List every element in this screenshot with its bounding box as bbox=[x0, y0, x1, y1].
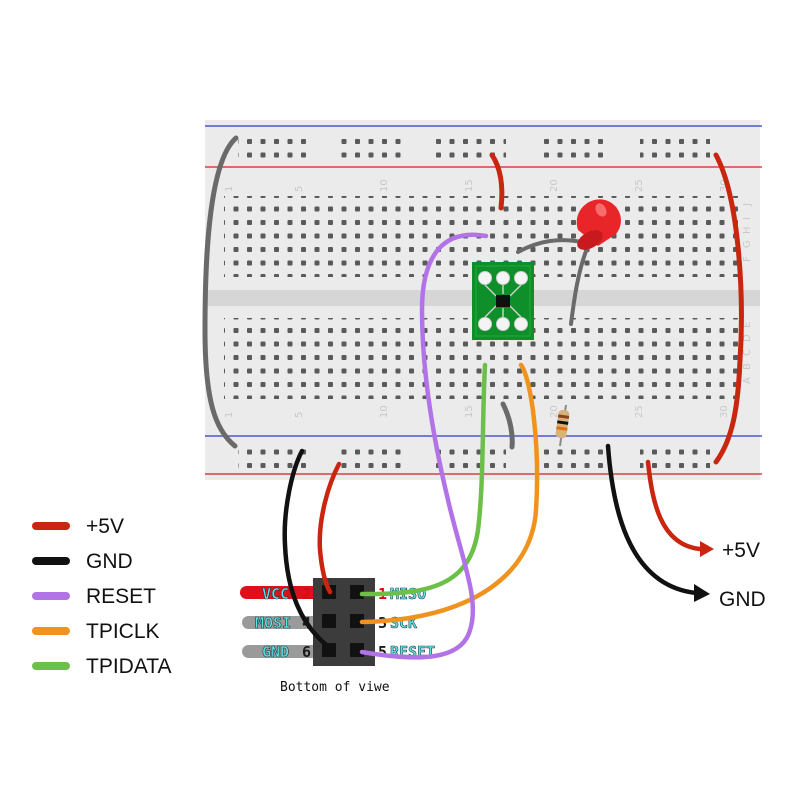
legend-item-vcc: +5V bbox=[32, 515, 124, 538]
red-jumpers bbox=[489, 152, 744, 465]
top-vcc-jumper bbox=[489, 152, 505, 211]
middle-gray-jumper bbox=[500, 401, 515, 450]
legend-label-tpidata: TPIDATA bbox=[86, 655, 172, 678]
col-num-1-bottom: 1 bbox=[224, 412, 235, 418]
col-num-15-bottom: 15 bbox=[464, 405, 475, 418]
right-rail-jumper bbox=[713, 152, 744, 465]
pin-label-mosi: MOSI bbox=[255, 614, 291, 632]
ribbon-wire-red bbox=[240, 586, 322, 599]
red-led bbox=[576, 199, 621, 250]
col-num-20-bottom: 20 bbox=[549, 405, 560, 418]
col-num-25: 25 bbox=[634, 179, 645, 192]
connector-caption: Bottom of viwe bbox=[280, 680, 390, 695]
legend-label-vcc: +5V bbox=[86, 515, 124, 538]
gnd-output-label: GND bbox=[719, 588, 766, 611]
row-letter-g: G bbox=[742, 240, 753, 248]
col-num-5-bottom: 5 bbox=[294, 412, 305, 418]
reset-wire bbox=[359, 232, 489, 660]
signal-wires bbox=[282, 232, 540, 660]
left-gray-jumper bbox=[202, 135, 239, 449]
row-letter-a: A bbox=[742, 377, 753, 384]
ic-breakout-board bbox=[472, 262, 534, 340]
legend-item-gnd: GND bbox=[32, 550, 133, 573]
legend-item-tpidata: TPIDATA bbox=[32, 655, 172, 678]
resistor bbox=[555, 404, 570, 447]
col-num-15: 15 bbox=[464, 179, 475, 192]
legend-swatch-reset bbox=[32, 592, 70, 600]
legend-item-tpiclk: TPICLK bbox=[32, 620, 160, 643]
vcc-wire bbox=[317, 461, 342, 595]
legend-swatch-gnd bbox=[32, 557, 70, 565]
gnd-wire bbox=[282, 448, 333, 651]
row-letter-j: J bbox=[742, 203, 753, 207]
led-gray-jumper bbox=[516, 238, 584, 254]
vcc-lead-arrow bbox=[700, 541, 714, 557]
pin-num-6: 6 bbox=[302, 643, 311, 661]
vcc-lead-wire bbox=[645, 459, 703, 552]
row-letter-c: C bbox=[742, 349, 753, 356]
tpiclk-wire bbox=[359, 362, 540, 625]
col-num-1: 1 bbox=[224, 186, 235, 192]
pin-num-2: 2 bbox=[302, 585, 311, 603]
col-num-10: 10 bbox=[379, 179, 390, 192]
ic-chip bbox=[496, 295, 510, 307]
top-rail-holes bbox=[238, 132, 710, 159]
led-leg-jumper bbox=[569, 244, 590, 326]
vcc-output-label: +5V bbox=[722, 539, 760, 562]
gnd-lead-arrow bbox=[694, 584, 710, 602]
row-letter-d: D bbox=[742, 334, 753, 342]
col-num-25-bottom: 25 bbox=[634, 405, 645, 418]
row-letter-b: B bbox=[742, 363, 753, 370]
col-num-5: 5 bbox=[294, 186, 305, 192]
pin-label-gnd: GND bbox=[262, 643, 289, 661]
row-letter-i: I bbox=[742, 217, 753, 220]
legend-label-gnd: GND bbox=[86, 550, 133, 573]
legend-swatch-tpidata bbox=[32, 662, 70, 670]
legend-item-reset: RESET bbox=[32, 585, 156, 608]
col-num-30: 30 bbox=[719, 179, 730, 192]
power-leads bbox=[605, 443, 714, 602]
pin-num-5: 5 bbox=[378, 643, 387, 661]
col-num-20: 20 bbox=[549, 179, 560, 192]
col-num-30-bottom: 30 bbox=[719, 405, 730, 418]
col-num-10-bottom: 10 bbox=[379, 405, 390, 418]
row-letter-f: F bbox=[742, 256, 753, 262]
gnd-lead-wire bbox=[605, 443, 699, 596]
legend-swatch-vcc bbox=[32, 522, 70, 530]
bottom-rail-holes bbox=[238, 441, 710, 468]
legend-swatch-tpiclk bbox=[32, 627, 70, 635]
legend-label-tpiclk: TPICLK bbox=[86, 620, 160, 643]
legend: +5V GND RESET TPICLK TPIDATA bbox=[32, 515, 172, 678]
ribbon-wire-gray-2 bbox=[242, 645, 322, 658]
pin-label-vcc: VCC bbox=[262, 585, 289, 603]
tpidata-wire bbox=[359, 362, 488, 597]
gray-jumpers bbox=[202, 135, 590, 450]
row-letter-h: H bbox=[742, 226, 753, 234]
row-letter-e: E bbox=[742, 322, 753, 328]
legend-label-reset: RESET bbox=[86, 585, 156, 608]
